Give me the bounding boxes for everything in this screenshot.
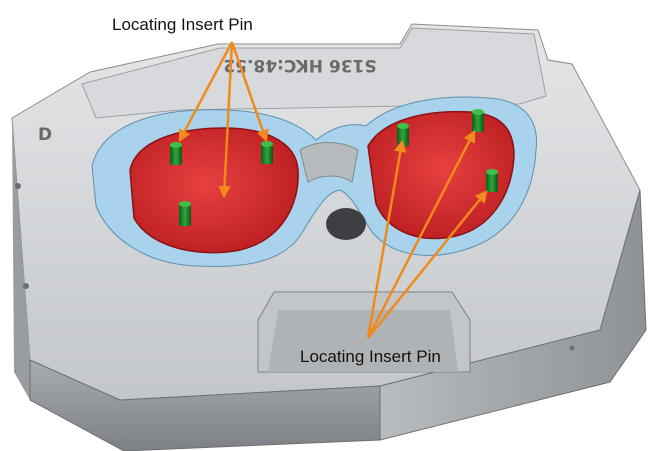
side-hole: [15, 183, 21, 189]
nose-pad-recess: [326, 208, 366, 240]
bottom-callout-arrows: [366, 129, 488, 339]
nose-bridge: [299, 142, 359, 183]
front-hole: [569, 345, 575, 351]
arrow-to-pin: [218, 41, 234, 199]
arrow-to-pin: [230, 41, 269, 143]
mold-code-engraving: S136 HKC:48.52: [223, 55, 376, 75]
arrow-to-pin: [366, 139, 407, 339]
locating-pin: [261, 141, 273, 164]
locating-pin: [486, 169, 498, 192]
bottom-slot-floor: [268, 310, 458, 372]
corner-mark: D: [38, 125, 52, 145]
bottom-callout-label: Locating Insert Pin: [300, 347, 441, 366]
arrow-to-pin: [366, 129, 476, 339]
top-callout-arrows: [178, 41, 269, 199]
side-hole: [23, 283, 29, 289]
locating-pin: [179, 201, 191, 226]
locating-pin: [472, 109, 484, 132]
raised-boss: [81, 27, 547, 119]
arrow-to-pin: [367, 190, 488, 339]
arrow-to-pin: [178, 41, 234, 143]
top-callout-label: Locating Insert Pin: [112, 15, 253, 34]
locating-pin: [170, 142, 182, 165]
mold-right-face: [379, 189, 647, 441]
